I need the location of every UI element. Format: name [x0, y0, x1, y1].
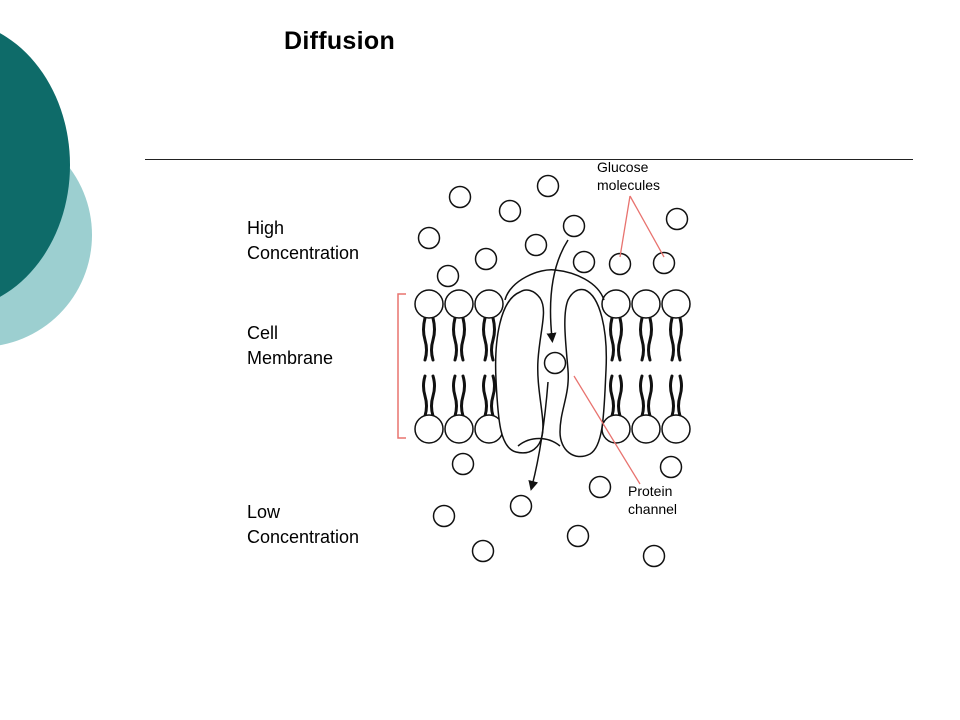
membrane-label-line1: Cell — [247, 323, 279, 343]
cell-membrane-label: Cell Membrane — [247, 321, 333, 371]
glucose-molecules-label: Glucose molecules — [597, 158, 660, 194]
membrane-bracket — [397, 293, 406, 439]
protein-pointer-line — [573, 375, 641, 485]
protein-label-line2: channel — [628, 501, 678, 517]
protein-label-line1: Protein — [628, 483, 673, 499]
diffusion-arrows — [528, 239, 569, 491]
high-label-line2: Concentration — [247, 243, 360, 263]
arrow-into-channel — [546, 239, 569, 343]
phospholipid-heads — [414, 289, 691, 444]
protein-channel — [494, 269, 608, 458]
low-label-line1: Low — [247, 502, 281, 522]
membrane-label-line2: Membrane — [247, 348, 334, 368]
arrow-out-of-channel — [528, 381, 549, 491]
title-divider — [145, 159, 913, 160]
high-label-line1: High — [247, 218, 285, 238]
glucose-pointer-line-2 — [629, 195, 665, 258]
protein-channel-left-half — [494, 289, 545, 454]
page-title: Diffusion — [284, 27, 396, 55]
protein-channel-bottom-arc — [517, 437, 561, 447]
glucose-label-line1: Glucose — [597, 159, 649, 175]
protein-channel-right-half — [559, 288, 608, 458]
glucose-pointer-line-1 — [619, 195, 631, 258]
dark-teal-circle — [0, 33, 70, 297]
label-pointer-lines — [573, 195, 665, 485]
low-label-line2: Concentration — [247, 527, 360, 547]
low-concentration-label: Low Concentration — [247, 500, 359, 550]
protein-channel-label: Protein channel — [628, 482, 677, 518]
lipid-tails — [422, 316, 683, 418]
glucose-label-line2: molecules — [597, 177, 661, 193]
high-concentration-label: High Concentration — [247, 216, 359, 266]
glucose-molecules — [417, 174, 689, 568]
